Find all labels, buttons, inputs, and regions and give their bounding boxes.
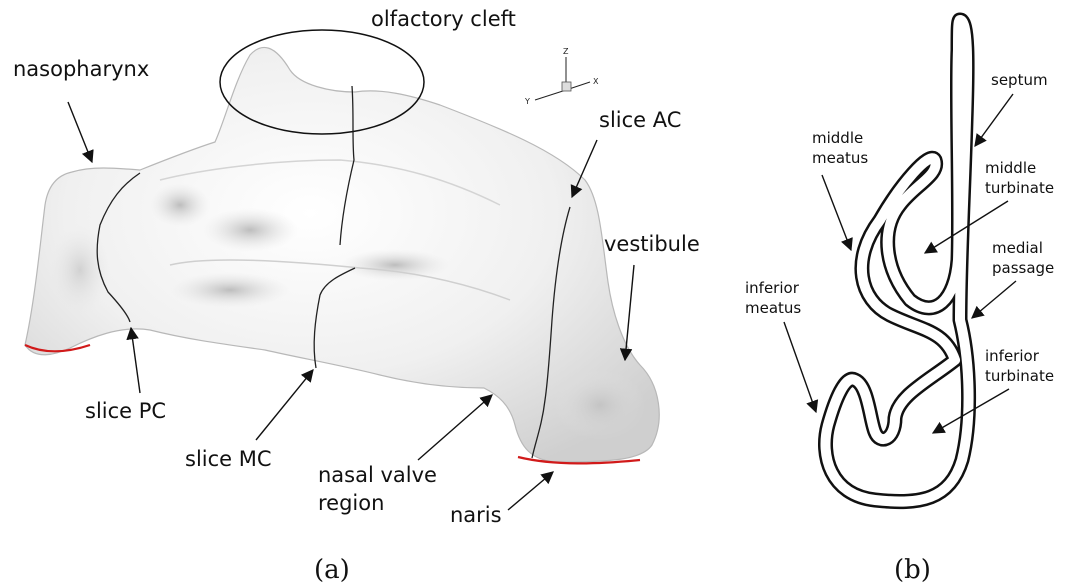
label-nasopharynx: nasopharynx (13, 57, 149, 81)
label-naris: naris (450, 503, 502, 527)
arrow-septum (975, 94, 1013, 146)
label-nasal-valve-2: region (318, 491, 384, 515)
surface-shade (555, 370, 645, 440)
arrow-vestibule (625, 265, 634, 360)
arrow-middle-meatus (822, 175, 851, 250)
panel-b: septum middle meatus middle turbinate me… (745, 20, 1054, 585)
label-slice-mc: slice MC (185, 447, 272, 471)
arrow-naris (508, 472, 553, 510)
label-inferior-meatus-2: meatus (745, 299, 801, 317)
label-slice-pc: slice PC (85, 399, 166, 423)
surface-shade (50, 225, 110, 315)
arrow-inferior-meatus (784, 322, 816, 412)
label-medial-passage-2: passage (992, 259, 1054, 277)
axis-z-label: Z (563, 47, 569, 56)
label-inferior-meatus-1: inferior (745, 279, 800, 297)
label-middle-meatus-1: middle (812, 129, 863, 147)
caption-panel-b: (b) (894, 555, 931, 585)
arrow-nasopharynx (68, 102, 92, 162)
label-vestibule: vestibule (604, 232, 700, 256)
arrow-nasal-valve (418, 395, 492, 460)
label-slice-ac: slice AC (599, 108, 681, 132)
label-olfactory-cleft: olfactory cleft (371, 7, 516, 31)
arrow-slice-pc (131, 328, 140, 393)
label-inferior-turbinate-2: turbinate (985, 367, 1054, 385)
surface-shade (340, 249, 450, 281)
label-middle-turbinate-2: turbinate (985, 179, 1054, 197)
surface-shade (150, 183, 210, 227)
label-nasal-valve-1: nasal valve (318, 463, 437, 487)
panel-a: Z X Y olfactory cleft nasopharynx slice … (13, 7, 700, 585)
label-middle-meatus-2: meatus (812, 149, 868, 167)
caption-panel-a: (a) (314, 555, 350, 585)
arrow-medial-passage (972, 281, 1016, 318)
label-inferior-turbinate-1: inferior (985, 347, 1040, 365)
arrow-slice-mc (256, 370, 313, 440)
label-medial-passage-1: medial (992, 239, 1043, 257)
label-septum: septum (991, 71, 1048, 89)
label-middle-turbinate-1: middle (985, 159, 1036, 177)
axis-triad-icon: Z X Y (524, 47, 599, 106)
axis-x-label: X (593, 77, 599, 86)
surface-shade (170, 272, 290, 308)
axis-y-label: Y (524, 97, 530, 106)
surface-shade (202, 208, 298, 252)
